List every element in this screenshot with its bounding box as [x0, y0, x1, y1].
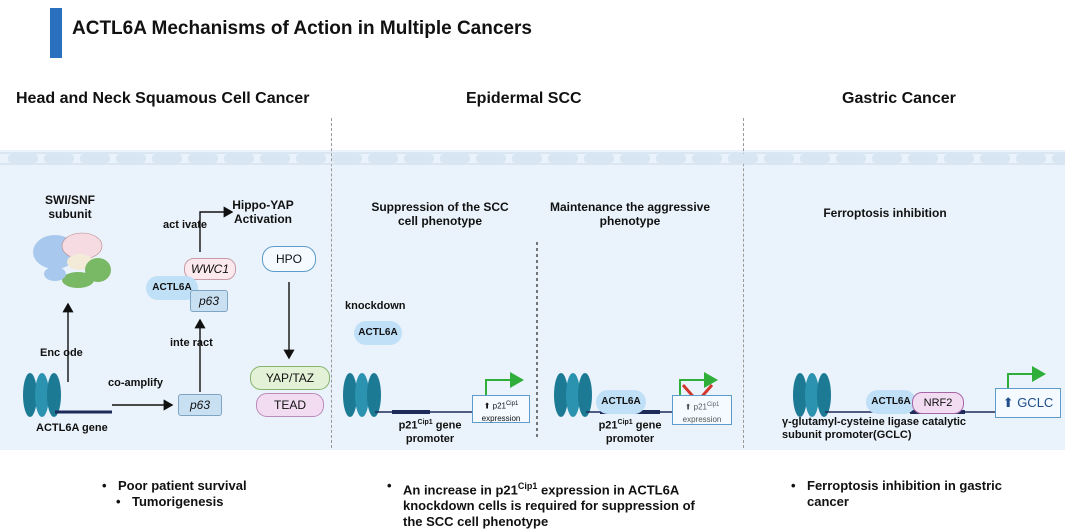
- suppression-label: Suppression of the SCC cell phenotype: [371, 200, 509, 228]
- nucleosome-icon: [343, 373, 381, 417]
- interact-label: inte ract: [170, 337, 213, 349]
- expr-p21-text-2: ⬆ p21: [684, 402, 707, 412]
- membrane-segment: [764, 154, 794, 163]
- bullet-item: An increase in p21Cip1 expression in ACT…: [387, 478, 717, 530]
- bullet-item: Poor patient survival: [102, 478, 247, 494]
- membrane-segment: [188, 154, 218, 163]
- tead-node: TEAD: [256, 393, 324, 417]
- bullet-item: Tumorigenesis: [116, 494, 247, 510]
- title-accent-bar: [50, 8, 62, 58]
- actl6a-bound-protein: ACTL6A: [596, 390, 646, 414]
- divider-2: [743, 118, 744, 448]
- section-title-hnscc: Head and Neck Squamous Cell Cancer: [16, 90, 310, 107]
- promoter-p21-2: p21: [598, 419, 618, 432]
- encode-label: Enc ode: [40, 347, 83, 359]
- actl6a-gastric-protein: ACTL6A: [866, 390, 916, 414]
- expr-sup: Cip1: [505, 401, 519, 407]
- p21-expression-box: ⬆ p21Cip1 expression: [472, 395, 530, 423]
- promoter-word: promoter: [405, 432, 455, 445]
- activate-label: act ivate: [163, 219, 208, 231]
- knockdown-label: knockdown: [345, 300, 406, 312]
- membrane-segment: [116, 154, 146, 163]
- divider-1: [331, 118, 332, 448]
- epidermal-bullets: An increase in p21Cip1 expression in ACT…: [387, 478, 717, 530]
- expr-p21-text: ⬆ p21: [483, 401, 506, 411]
- membrane-segment: [512, 154, 542, 163]
- actl6a-knockdown-protein: ACTL6A: [354, 321, 402, 345]
- membrane-segment: [620, 154, 650, 163]
- membrane-segment: [800, 154, 830, 163]
- hnscc-bullets: Poor patient survival Tumorigenesis: [102, 478, 247, 510]
- bullet-item: Ferroptosis inhibition in gastric cancer: [791, 478, 1041, 510]
- membrane-segments: [8, 154, 1065, 163]
- yap-taz-node: YAP/TAZ: [250, 366, 330, 390]
- ferroptosis-label: Ferroptosis inhibition: [823, 206, 947, 220]
- maintenance-label: Maintenance the aggressive phenotype: [549, 200, 711, 228]
- membrane-segment: [1052, 154, 1065, 163]
- promoter-gene: gene: [432, 419, 462, 432]
- gclc-promoter-label: γ-glutamyl-cysteine ligase catalytic sub…: [782, 416, 967, 441]
- swi-snf-label: SWI/SNF subunit: [45, 193, 95, 221]
- membrane-segment: [908, 154, 938, 163]
- promoter-word-2: promoter: [605, 432, 655, 445]
- wwc1-node: WWC1: [184, 258, 236, 280]
- membrane-segment: [692, 154, 722, 163]
- hpo-node: HPO: [262, 246, 316, 272]
- membrane-segment: [8, 154, 38, 163]
- membrane-segment: [296, 154, 326, 163]
- nrf2-node: NRF2: [912, 392, 964, 414]
- membrane-segment: [872, 154, 902, 163]
- membrane-segment: [368, 154, 398, 163]
- membrane-segment: [656, 154, 686, 163]
- membrane-segment: [728, 154, 758, 163]
- swi-snf-complex-icon: [33, 232, 111, 288]
- membrane-segment: [476, 154, 506, 163]
- expr-sup-2: Cip1: [706, 402, 720, 408]
- membrane-segment: [584, 154, 614, 163]
- nucleosome-icon: [23, 373, 61, 417]
- gene-label: ACTL6A gene: [36, 422, 108, 434]
- membrane-segment: [440, 154, 470, 163]
- nucleosome-icon: [793, 373, 831, 417]
- expr-word-2: expression: [682, 414, 722, 424]
- bullet-epidermal-sup: Cip1: [517, 481, 538, 491]
- coamplify-label: co-amplify: [108, 377, 164, 389]
- membrane-segment: [80, 154, 110, 163]
- membrane-segment: [980, 154, 1010, 163]
- bullet-epidermal-pre: An increase in p21: [403, 482, 518, 498]
- membrane-segment: [548, 154, 578, 163]
- p63-node: p63: [178, 394, 222, 416]
- hippo-yap-label: Hippo-YAP Activation: [232, 198, 294, 226]
- gastric-bullets: Ferroptosis inhibition in gastric cancer: [791, 478, 1041, 510]
- membrane-segment: [44, 154, 74, 163]
- promoter-gene-2: gene: [632, 419, 662, 432]
- membrane-segment: [224, 154, 254, 163]
- promoter-sup: Cip1: [417, 419, 433, 426]
- promoter-sup-2: Cip1: [617, 419, 633, 426]
- gclc-box: ⬆ GCLC: [995, 388, 1061, 418]
- figure-title: ACTL6A Mechanisms of Action in Multiple …: [72, 18, 532, 39]
- expr-word: expression: [481, 413, 521, 423]
- actl6a-protein: ACTL6A: [146, 276, 198, 300]
- section-title-epidermal: Epidermal SCC: [466, 90, 582, 107]
- membrane-segment: [836, 154, 866, 163]
- promoter-p21: p21: [398, 419, 418, 432]
- p21-expression-box-2: ⬆ p21Cip1 expression: [672, 395, 732, 425]
- membrane-band: [0, 152, 1065, 165]
- membrane-segment: [332, 154, 362, 163]
- membrane-segment: [944, 154, 974, 163]
- membrane-segment: [404, 154, 434, 163]
- p63-complex-node: p63: [190, 290, 228, 312]
- membrane-segment: [260, 154, 290, 163]
- membrane-segment: [1016, 154, 1046, 163]
- section-title-gastric: Gastric Cancer: [842, 90, 956, 107]
- nucleosome-icon: [554, 373, 592, 417]
- membrane-segment: [152, 154, 182, 163]
